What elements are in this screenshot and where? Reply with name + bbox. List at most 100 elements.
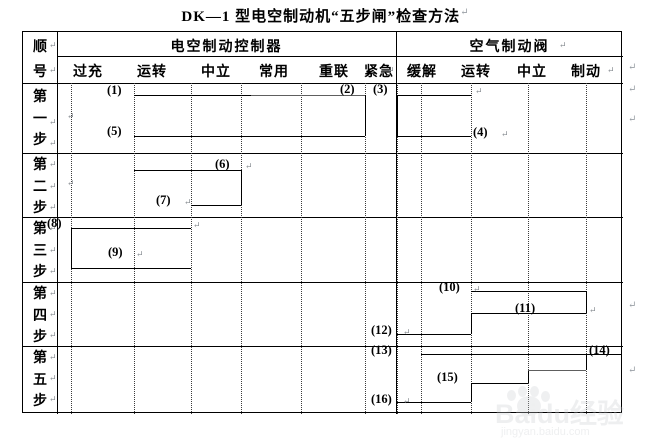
trace-r1-top-b — [251, 95, 365, 96]
trace-r5-top — [421, 354, 621, 355]
pilcrow-step3a: ↵ — [49, 223, 57, 233]
pilcrow-c8: ↵ — [193, 220, 201, 230]
trace-r5-step-mid — [471, 383, 528, 384]
inspection-table: 顺 号 ↵ ↵ 电空制动控制器 ↵ 空气制动阀 ↵ 过充 运转 中立 常用 重联… — [22, 31, 624, 438]
col-header-huanjie: 缓解 — [407, 65, 437, 80]
col-header-guochong: 过充 — [73, 65, 103, 80]
step4-char3: 步 — [33, 330, 47, 346]
callout-3: (3) — [373, 82, 388, 96]
col-header-zhongli: 中立 — [201, 65, 231, 80]
trace-r5-step-high — [528, 370, 586, 371]
pilcrow-cell-r1: ↵ — [67, 111, 75, 121]
pilcrow-step4c: ↵ — [49, 330, 57, 340]
grid-vline-rowheader — [57, 32, 58, 414]
paw-icon — [503, 386, 551, 420]
group-header-controller: 电空制动控制器 — [170, 40, 283, 55]
trace-r1-right-edge — [365, 95, 366, 136]
grid-hline-group — [57, 56, 623, 57]
callout-2: (2) — [340, 82, 355, 96]
pilcrow-step2b: ↵ — [49, 181, 57, 191]
rowheader-line1: 顺 — [33, 40, 47, 55]
watermark-brand: Baidu经验 — [495, 392, 624, 431]
pilcrow-group2: ↵ — [559, 40, 567, 50]
pilcrow-mark: ↵ — [460, 7, 470, 18]
col-header-zhidong: 制动 — [571, 65, 601, 80]
callout-6: (6) — [215, 157, 230, 171]
grid-dotted-R5 — [586, 83, 587, 414]
grid-dotted-R1 — [397, 83, 398, 414]
trace-r1-top-a — [134, 95, 251, 96]
screenshot-root: DK—1 型电空制动机“五步闸”检查方法↵ 顺 号 ↵ ↵ 电空制动控制器 ↵ — [0, 5, 651, 438]
trace-r2-top — [134, 170, 241, 171]
callout-13: (13) — [371, 343, 392, 357]
step5-char2: 五 — [33, 372, 47, 388]
pilcrow-rowheader1: ↵ — [49, 40, 57, 50]
rowheader-line2: 号 — [33, 65, 47, 80]
step-label-1: 第 一 步 — [23, 87, 57, 152]
trace-r4-riser-2 — [586, 291, 587, 313]
callout-4: (4) — [473, 125, 488, 139]
edge-pilcrow-3: ↵ — [628, 114, 637, 125]
pilcrow-step4a: ↵ — [49, 288, 57, 298]
trace-r5-riser-2 — [528, 370, 529, 383]
trace-r5-riser-3 — [586, 354, 587, 370]
trace-r3-top — [71, 228, 191, 229]
trace-r4-step-high — [471, 291, 586, 292]
pilcrow-group1: ↵ — [271, 40, 279, 50]
pilcrow-c12: ↵ — [403, 327, 411, 337]
grid-hline-row1 — [23, 153, 623, 154]
pilcrow-c3: ↵ — [475, 86, 483, 96]
callout-16: (16) — [371, 392, 392, 406]
callout-10: (10) — [439, 280, 460, 294]
callout-5: (5) — [107, 124, 122, 138]
grid-dotted-L3 — [191, 83, 192, 414]
pilcrow-c4: ↵ — [501, 129, 509, 139]
grid-dotted-R4 — [528, 83, 529, 414]
col-header-changyong: 常用 — [259, 65, 289, 80]
step1-char1: 第 — [33, 90, 47, 105]
pilcrow-step5c: ↵ — [49, 394, 57, 404]
trace-r1-right-top — [397, 95, 471, 96]
step2-char3: 步 — [33, 201, 47, 217]
trace-r4-riser-1 — [471, 313, 472, 334]
pilcrow-c9: ↵ — [136, 249, 144, 259]
grid-dotted-L6 — [365, 83, 366, 414]
grid-hline-row3 — [23, 282, 623, 283]
edge-pilcrow-2: ↵ — [628, 84, 637, 95]
pilcrow-step5b: ↵ — [49, 373, 57, 383]
pilcrow-zhidong: ↵ — [607, 65, 615, 75]
callout-7: (7) — [156, 193, 171, 207]
step4-char2: 四 — [33, 308, 47, 324]
trace-r5-step-low — [397, 402, 471, 403]
grid-dotted-R3 — [471, 83, 472, 414]
callout-15: (15) — [437, 370, 458, 384]
step5-char3: 步 — [33, 394, 47, 410]
callout-8: (8) — [47, 216, 62, 230]
trace-r1-right-left-edge — [397, 95, 398, 136]
pilcrow-step2a: ↵ — [49, 159, 57, 169]
page-title: DK—1 型电空制动机“五步闸”检查方法↵ — [0, 5, 651, 26]
step2-char1: 第 — [33, 158, 47, 173]
trace-r1-right-bottom — [397, 136, 471, 137]
pilcrow-step3c: ↵ — [49, 266, 57, 276]
trace-r3-bottom — [71, 268, 191, 269]
step3-char3: 步 — [33, 265, 47, 281]
edge-pilcrow-1: ↵ — [628, 62, 637, 73]
watermark-brand-cn: 经验 — [570, 399, 625, 429]
pilcrow-c16: ↵ — [403, 396, 411, 406]
callout-9: (9) — [108, 245, 123, 259]
group-header-airvalve: 空气制动阀 — [469, 40, 550, 55]
trace-r5-riser-1 — [471, 383, 472, 402]
step3-char2: 三 — [33, 243, 47, 259]
col-header-zhongli-r: 中立 — [517, 65, 547, 80]
step1-char2: 一 — [33, 111, 47, 127]
pilcrow-rowheader2: ↵ — [49, 65, 57, 75]
pilcrow-step3b: ↵ — [49, 245, 57, 255]
step5-char1: 第 — [33, 351, 47, 366]
trace-r3-left-edge — [71, 228, 72, 268]
pilcrow-cell-r2: ↵ — [67, 178, 75, 188]
edge-pilcrow-4: ↵ — [628, 300, 637, 311]
baidu-watermark: Baidu经验 jingyan.baidu.com — [495, 384, 651, 444]
watermark-brand-en: Baidu — [495, 399, 571, 429]
grid-hline-row4 — [23, 346, 623, 347]
